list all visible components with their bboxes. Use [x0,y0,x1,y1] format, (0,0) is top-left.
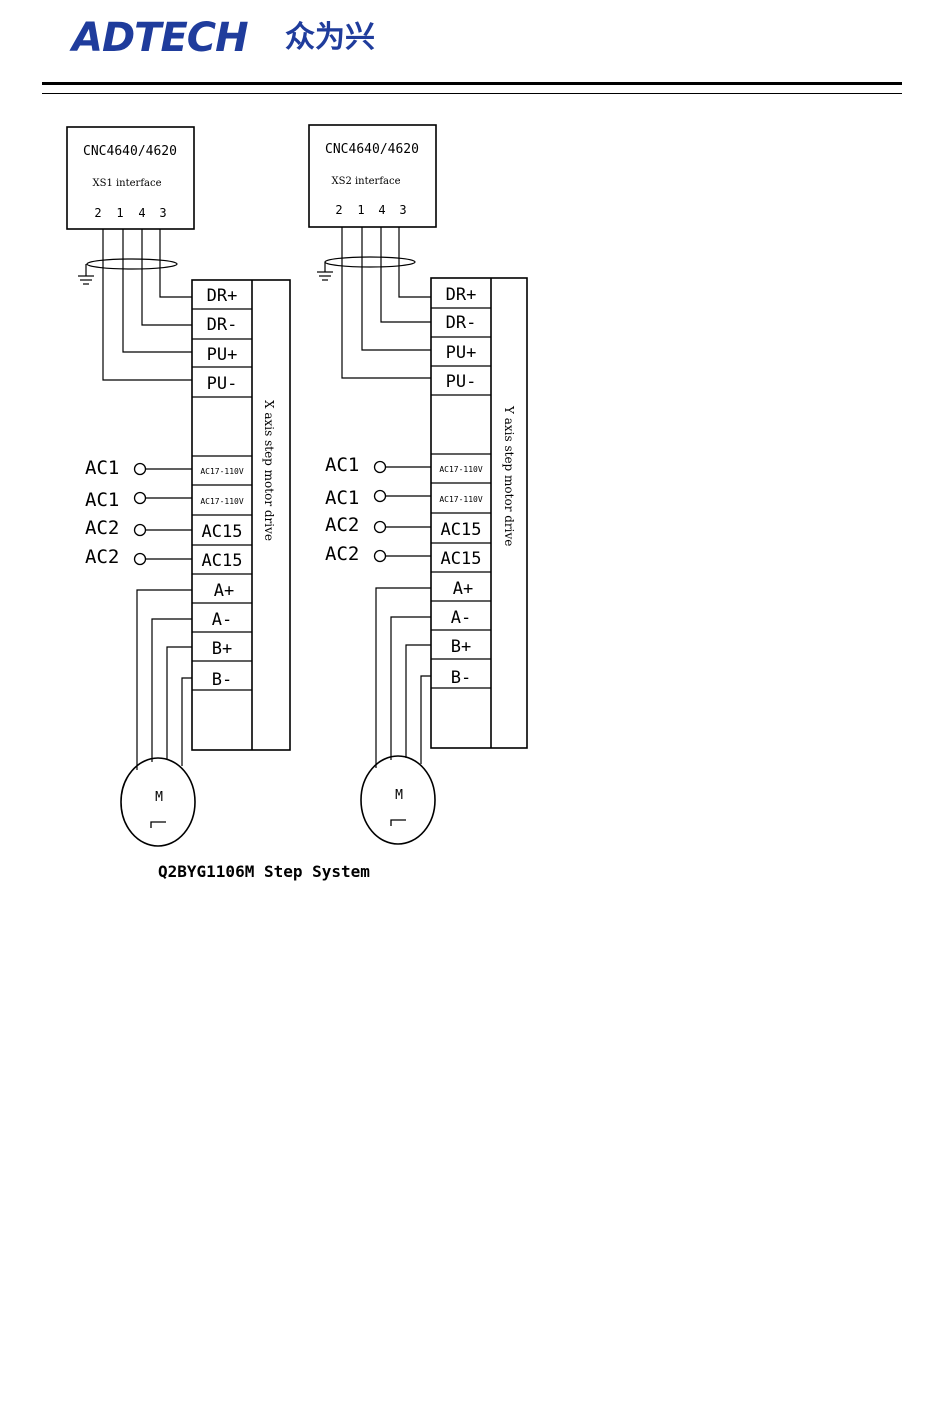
y-terminal-label: PU- [446,372,477,392]
y-motor-wire-b-plus [405,644,431,758]
y-axis-system: CNC4640/4620 XS2 interface 2 1 4 3 [308,124,528,845]
y-motor-wire-a-plus [375,587,431,768]
y-terminal-label: B+ [451,637,471,657]
x-ac-terminal [133,523,147,537]
x-wire-dr-plus [159,229,192,298]
x-terminal-label: PU+ [207,345,238,365]
x-controller-title: CNC4640/4620 [83,144,177,159]
x-cable-shield [86,258,178,270]
y-ac-terminal [373,520,387,534]
y-wire-dr-minus [380,227,431,323]
x-ac-terminal [133,491,147,505]
y-pin-label: 2 [335,203,342,217]
x-ac-terminal [133,552,147,566]
y-terminal-label: AC17-110V [439,465,483,474]
x-ac-label: AC2 [85,546,119,568]
x-terminal-label: A- [212,610,232,630]
x-terminal-label: AC15 [202,522,243,542]
y-terminal-label: AC15 [441,549,482,569]
x-terminal-label: PU- [207,374,238,394]
x-terminal-label: A+ [214,581,234,601]
y-terminal-label: AC15 [441,520,482,540]
x-interface-label: XS1 interface [92,178,161,189]
y-pin-label: 1 [357,203,364,217]
x-motor-wire-a-plus [136,589,192,770]
x-motor-wire-b-minus [181,677,192,766]
y-ac-terminal [373,549,387,563]
y-pin-label: 3 [399,203,406,217]
x-motor-symbol [120,757,196,847]
page-header: ADTECH 众为兴 [0,0,950,100]
y-pin-label: 4 [378,203,385,217]
x-terminal-label: DR+ [207,286,238,306]
x-motor-wire-b-plus [166,646,192,760]
y-controller-box [308,124,437,228]
y-motor-label: M [395,788,403,803]
x-pin-label: 3 [159,206,166,220]
x-wire-pu-plus [122,229,192,353]
y-terminal-label: DR+ [446,285,477,305]
y-terminal-label: B- [451,668,471,688]
x-ac-label: AC2 [85,517,119,539]
x-wire-pu-minus [102,229,192,381]
y-controller-title: CNC4640/4620 [325,142,419,157]
x-ac-terminal [133,462,147,476]
x-terminal-label: AC15 [202,551,243,571]
y-ac-label: AC2 [325,543,359,565]
y-terminal-label: PU+ [446,343,477,363]
x-motor-wire-a-minus [151,618,192,762]
y-ac-terminal [373,489,387,503]
y-terminal-label: AC17-110V [439,495,483,504]
y-ac-label: AC1 [325,454,359,476]
x-ac-label: AC1 [85,457,119,479]
y-ac-label: AC2 [325,514,359,536]
y-motor-step-icon [390,819,406,826]
y-wire-pu-plus [361,227,431,351]
x-terminal-label: B+ [212,639,232,659]
y-interface-label: XS2 interface [331,176,400,187]
x-motor-step-icon [150,821,166,828]
company-logo-chinese: 众为兴 [285,20,375,55]
y-terminal-label: DR- [446,313,477,333]
x-wire-dr-minus [141,229,192,326]
x-axis-system: CNC4640/4620 XS1 interface 2 1 4 3 [66,126,291,847]
y-cable-shield [324,256,416,268]
x-ac-label: AC1 [85,489,119,511]
diagram-caption: Q2BYG1106M Step System [158,862,370,881]
x-terminal-label: B- [212,670,232,690]
x-terminal-label: AC17-110V [200,467,244,476]
x-terminal-label: DR- [207,315,238,335]
x-pin-label: 4 [138,206,145,220]
y-wire-pu-minus [341,227,431,379]
x-drive-label: X axis step motor drive [262,400,276,541]
x-pin-label: 2 [94,206,101,220]
y-drive-label: Y axis step motor drive [502,405,516,546]
x-terminal-label: AC17-110V [200,497,244,506]
y-motor-wire-a-minus [390,616,431,760]
x-controller-box [66,126,195,230]
company-logo: ADTECH [72,15,249,61]
x-motor-label: M [155,790,163,805]
y-terminal-label: A+ [453,579,473,599]
header-rule-thick [42,82,902,85]
y-ac-terminal [373,460,387,474]
y-terminal-label: A- [451,608,471,628]
x-pin-label: 1 [116,206,123,220]
y-ac-label: AC1 [325,487,359,509]
header-rule-thin [42,93,902,94]
y-motor-wire-b-minus [420,675,431,764]
y-wire-dr-plus [398,227,431,298]
y-motor-symbol [360,755,436,845]
